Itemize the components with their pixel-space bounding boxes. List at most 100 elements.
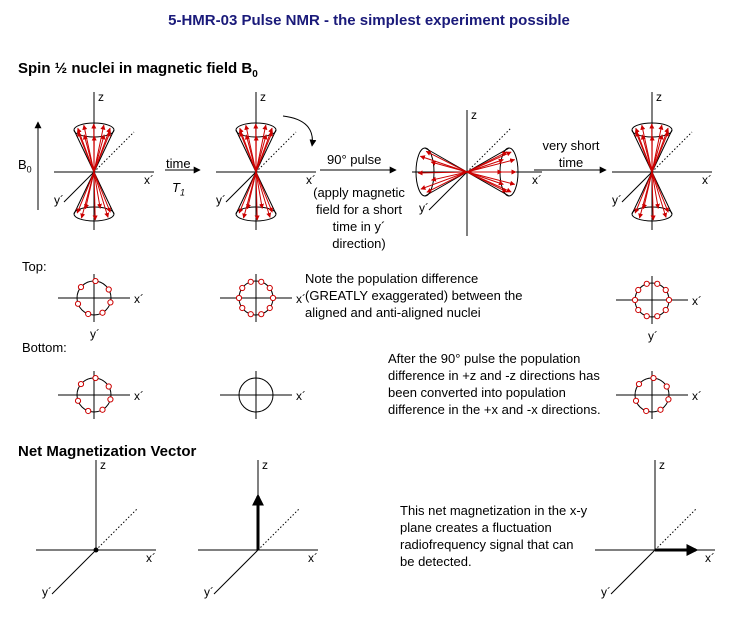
population-dot-top-initial <box>85 310 92 318</box>
time-label: time <box>166 156 191 171</box>
population-dot-top-equilibrium <box>235 294 243 302</box>
population-dot-top-relaxed <box>654 313 661 320</box>
spin-vector-up-initial <box>82 124 95 173</box>
population-dot-bottom-relaxed <box>665 396 672 403</box>
circle-y-label-top-relaxed: y´ <box>648 329 658 343</box>
z-axis-label-net-initial: z <box>100 458 106 472</box>
population-dot-top-equilibrium <box>269 294 277 302</box>
y-axis-net-equilibrium <box>213 549 259 595</box>
dotted-axis-net-equilibrium <box>257 507 301 551</box>
spin-vector-down-initial <box>93 171 102 209</box>
spin-vector-plus-x-tipped <box>466 171 504 186</box>
spin-vector-down-initial <box>76 171 95 214</box>
y-axis-label-net-xy: y´ <box>601 585 611 599</box>
population-dot-top-initial <box>107 299 114 306</box>
dotted-axis-relaxed <box>651 131 693 173</box>
circle-x-label-bottom-equilibrium: x´ <box>296 389 306 403</box>
circle-x-label-bottom-relaxed: x´ <box>692 389 702 403</box>
circle-x-label-top-initial: x´ <box>134 292 144 306</box>
population-dot-bottom-initial <box>105 383 112 390</box>
spin-vector-up-relaxed <box>634 127 653 173</box>
population-dot-top-equilibrium <box>266 284 273 292</box>
after-pulse-note: After the 90° pulse the population diffe… <box>388 351 601 417</box>
spin-vector-up-equilibrium <box>244 124 257 173</box>
spin-vector-down-equilibrium <box>246 171 257 210</box>
population-dot-top-equilibrium <box>266 304 273 312</box>
y-axis-equilibrium <box>225 171 257 203</box>
spin-vector-down-equilibrium <box>255 171 264 209</box>
dotted-axis-net-initial <box>95 507 139 551</box>
population-dot-top-equilibrium <box>247 278 254 285</box>
x-axis-label-relaxed: x´ <box>702 173 712 187</box>
population-dot-bottom-relaxed <box>650 374 657 382</box>
spin-vector-up-equilibrium <box>255 127 273 173</box>
population-dot-top-equilibrium <box>258 278 265 285</box>
precession-circle-bottom-equilibrium <box>238 377 274 413</box>
circle-x-label-top-equilibrium: x´ <box>296 292 306 306</box>
x-axis-label-equilibrium: x´ <box>306 173 316 187</box>
spin-vector-down-initial <box>93 171 111 213</box>
circle-x-label-bottom-initial: x´ <box>134 389 144 403</box>
z-axis-label-initial: z <box>98 90 104 104</box>
dotted-axis-initial <box>93 131 135 173</box>
population-dot-top-initial <box>99 309 106 316</box>
spin-vector-minus-x-tipped <box>426 171 468 193</box>
population-dot-top-relaxed <box>654 280 661 287</box>
dotted-axis-equilibrium <box>255 131 297 173</box>
population-dot-top-equilibrium <box>247 311 254 318</box>
population-dot-bottom-initial <box>107 396 114 403</box>
x-axis-label-net-xy: x´ <box>705 551 715 565</box>
population-dot-top-equilibrium <box>258 311 265 318</box>
spin-vector-minus-x-tipped <box>425 150 468 173</box>
population-dot-top-relaxed <box>635 306 642 314</box>
population-dot-bottom-initial <box>99 406 106 413</box>
row-label-top: Top: <box>22 259 47 274</box>
section-heading-spin: Spin ½ nuclei in magnetic field B0 <box>18 60 258 80</box>
spin-vector-minus-x-tipped <box>430 160 468 173</box>
spin-vector-plus-x-tipped <box>466 171 508 193</box>
y-axis-label-initial: y´ <box>54 193 64 207</box>
population-dot-top-relaxed <box>643 313 650 320</box>
spin-vector-minus-x-tipped <box>420 171 468 190</box>
spin-vector-down-relaxed <box>651 171 668 218</box>
row-label-bottom: Bottom: <box>22 340 67 355</box>
x-axis-label-net-initial: x´ <box>146 551 156 565</box>
rotation-arrow <box>282 115 317 147</box>
population-dot-top-relaxed <box>662 286 669 294</box>
spin-vector-plus-x-tipped <box>466 171 516 186</box>
spin-vector-down-equilibrium <box>238 171 257 214</box>
population-dot-bottom-initial <box>85 407 92 415</box>
spin-vector-down-initial <box>84 171 95 210</box>
spin-vector-up-relaxed <box>651 127 669 173</box>
spin-vector-down-relaxed <box>651 171 660 209</box>
spin-vector-up-initial <box>93 127 111 173</box>
circle-y-label-top-initial: y´ <box>90 327 100 341</box>
spin-vector-up-relaxed <box>651 124 664 173</box>
y-axis-relaxed <box>621 171 653 203</box>
spin-vector-down-equilibrium <box>255 171 273 213</box>
z-axis-label-tipped: z <box>471 108 477 122</box>
population-dot-bottom-initial <box>74 397 82 404</box>
spin-vector-down-initial <box>92 171 98 221</box>
spin-vector-up-initial <box>93 124 106 173</box>
spin-vector-up-initial <box>76 127 95 173</box>
spin-vector-up-equilibrium <box>238 127 257 173</box>
population-dot-top-initial <box>74 300 82 307</box>
dotted-axis-net-xy <box>654 507 698 551</box>
pulse-label: 90° pulse <box>327 152 382 167</box>
population-dot-bottom-relaxed <box>635 380 643 388</box>
population-note: Note the population difference (GREATLY … <box>305 271 523 320</box>
population-dot-bottom-relaxed <box>657 406 664 413</box>
spin-vector-down-initial <box>93 171 110 218</box>
spin-vector-plus-x-tipped <box>466 158 516 173</box>
circle-x-label-top-relaxed: x´ <box>692 294 702 308</box>
y-axis-label-equilibrium: y´ <box>216 193 226 207</box>
z-axis-label-net-xy: z <box>659 458 665 472</box>
z-axis-label-equilibrium: z <box>260 90 266 104</box>
population-dot-bottom-initial <box>92 374 99 382</box>
population-dot-top-initial <box>105 286 112 293</box>
dotted-axis-tipped <box>466 127 512 173</box>
y-axis-tipped <box>428 171 468 211</box>
spin-vector-up-relaxed <box>640 124 653 173</box>
t1-label: T1 <box>172 180 185 198</box>
